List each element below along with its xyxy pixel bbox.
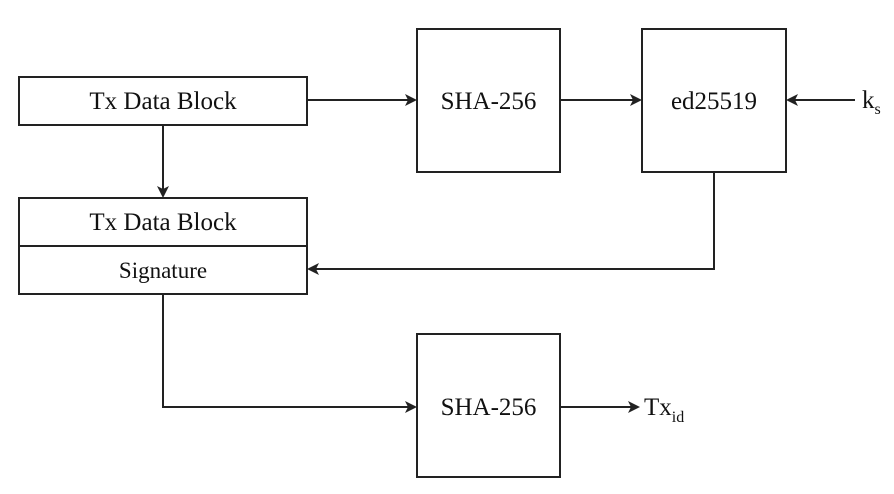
ed25519-box: ed25519 [641,28,787,173]
sha256-bottom-label: SHA-256 [441,394,537,421]
signature-label: Signature [119,258,207,283]
arrow-signed-block-to-sha256 [162,294,417,413]
secret-key-label: ks [862,87,881,118]
sha256-top-box: SHA-256 [416,28,561,173]
sha256-bottom-box: SHA-256 [416,333,561,478]
sha256-top-label: SHA-256 [441,88,537,115]
txid-main: Tx [644,394,672,421]
tx-data-block-top: Tx Data Block [18,76,308,126]
arrow-ed25519-to-signature [307,172,715,275]
tx-data-block-lower [18,197,308,247]
tx-data-block-top-label: Tx Data Block [89,88,237,115]
secret-key-subscript: s [875,101,881,118]
secret-key-main: k [862,87,875,114]
txid-label: Txid [644,394,684,426]
txid-subscript: id [672,409,684,426]
signed-tx-block: Tx Data Block Signature [18,197,308,295]
ed25519-label: ed25519 [671,88,757,115]
tx-data-block-lower-label: Tx Data Block [89,209,237,236]
